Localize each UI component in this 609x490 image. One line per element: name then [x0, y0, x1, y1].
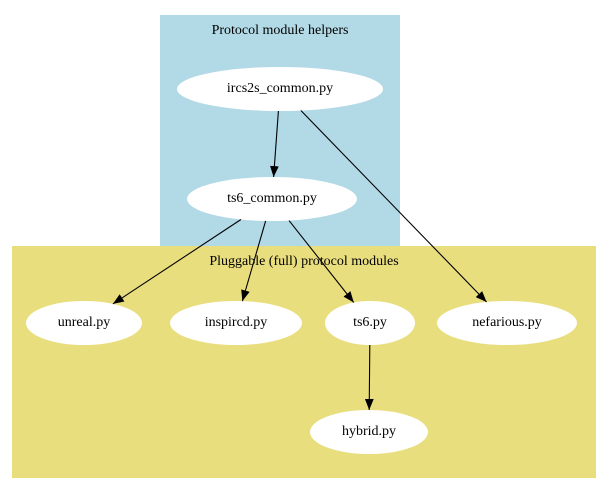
node-hybrid: hybrid.py	[310, 410, 428, 454]
node-ts6: ts6.py	[325, 301, 415, 345]
node-unreal: unreal.py	[26, 301, 142, 345]
node-ts6-common: ts6_common.py	[187, 177, 357, 221]
cluster-pluggable-protocol-modules: Pluggable (full) protocol modules	[12, 246, 596, 478]
node-inspircd: inspircd.py	[170, 301, 302, 345]
node-nefarious: nefarious.py	[437, 301, 577, 345]
cluster-pluggable-protocol-modules-label: Pluggable (full) protocol modules	[209, 254, 399, 269]
cluster-protocol-helpers-label: Protocol module helpers	[211, 23, 349, 38]
node-ircs2s-common: ircs2s_common.py	[177, 67, 383, 111]
